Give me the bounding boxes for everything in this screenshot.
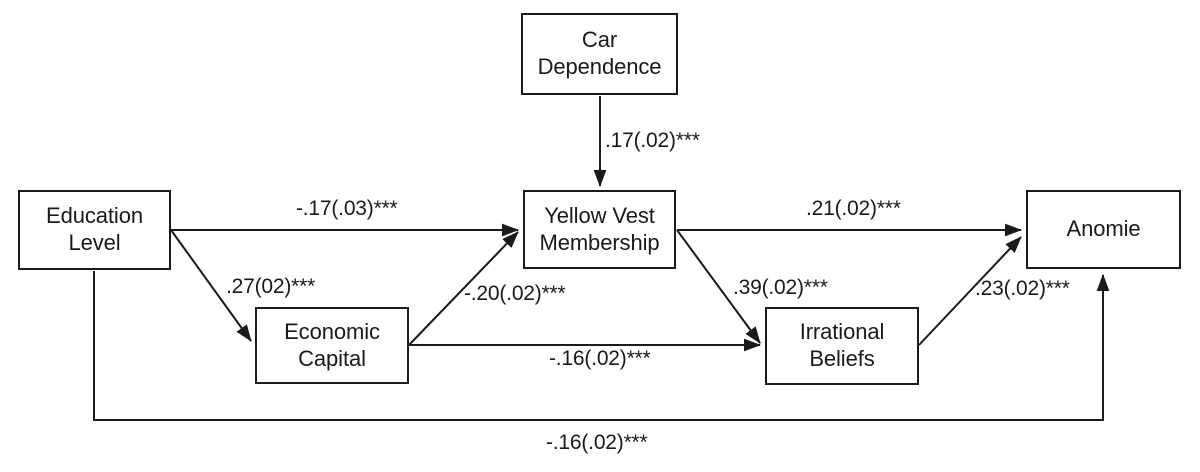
- node-car-dependence[interactable]: Car Dependence: [521, 13, 678, 95]
- node-anomie[interactable]: Anomie: [1026, 190, 1181, 269]
- edge-line-education-to-anomie: [93, 271, 1110, 421]
- edge-label-economic-capital-to-irrational-beliefs: -.16(.02)***: [549, 347, 651, 370]
- edge-label-education-to-economic-capital: .27(02)***: [226, 275, 316, 298]
- edge-label-economic-capital-to-yellow-vest: -.20(.02)***: [464, 282, 566, 305]
- edge-line-irrational-beliefs-to-anomie: [918, 236, 1022, 346]
- node-irrational-beliefs[interactable]: Irrational Beliefs: [765, 307, 919, 385]
- edge-label-yellow-vest-to-irrational-beliefs: .39(.02)***: [733, 276, 828, 299]
- node-yellow-vest-membership[interactable]: Yellow Vest Membership: [523, 190, 676, 269]
- edge-label-yellow-vest-to-anomie: .21(.02)***: [806, 197, 901, 220]
- edge-label-irrational-beliefs-to-anomie: .23(.02)***: [975, 277, 1070, 300]
- edge-label-education-to-yellow-vest: -.17(.03)***: [296, 197, 398, 220]
- edge-label-education-to-anomie: -.16(.02)***: [546, 431, 648, 454]
- edge-line-economic-capital-to-yellow-vest: [408, 231, 519, 346]
- node-economic-capital[interactable]: Economic Capital: [255, 307, 409, 384]
- edge-line-education-to-economic-capital: [170, 229, 252, 342]
- edge-label-car-dependence-to-yellow-vest: .17(.02)***: [605, 129, 700, 152]
- node-education-level[interactable]: Education Level: [18, 190, 171, 270]
- edge-line-yellow-vest-to-irrational-beliefs: [676, 229, 761, 344]
